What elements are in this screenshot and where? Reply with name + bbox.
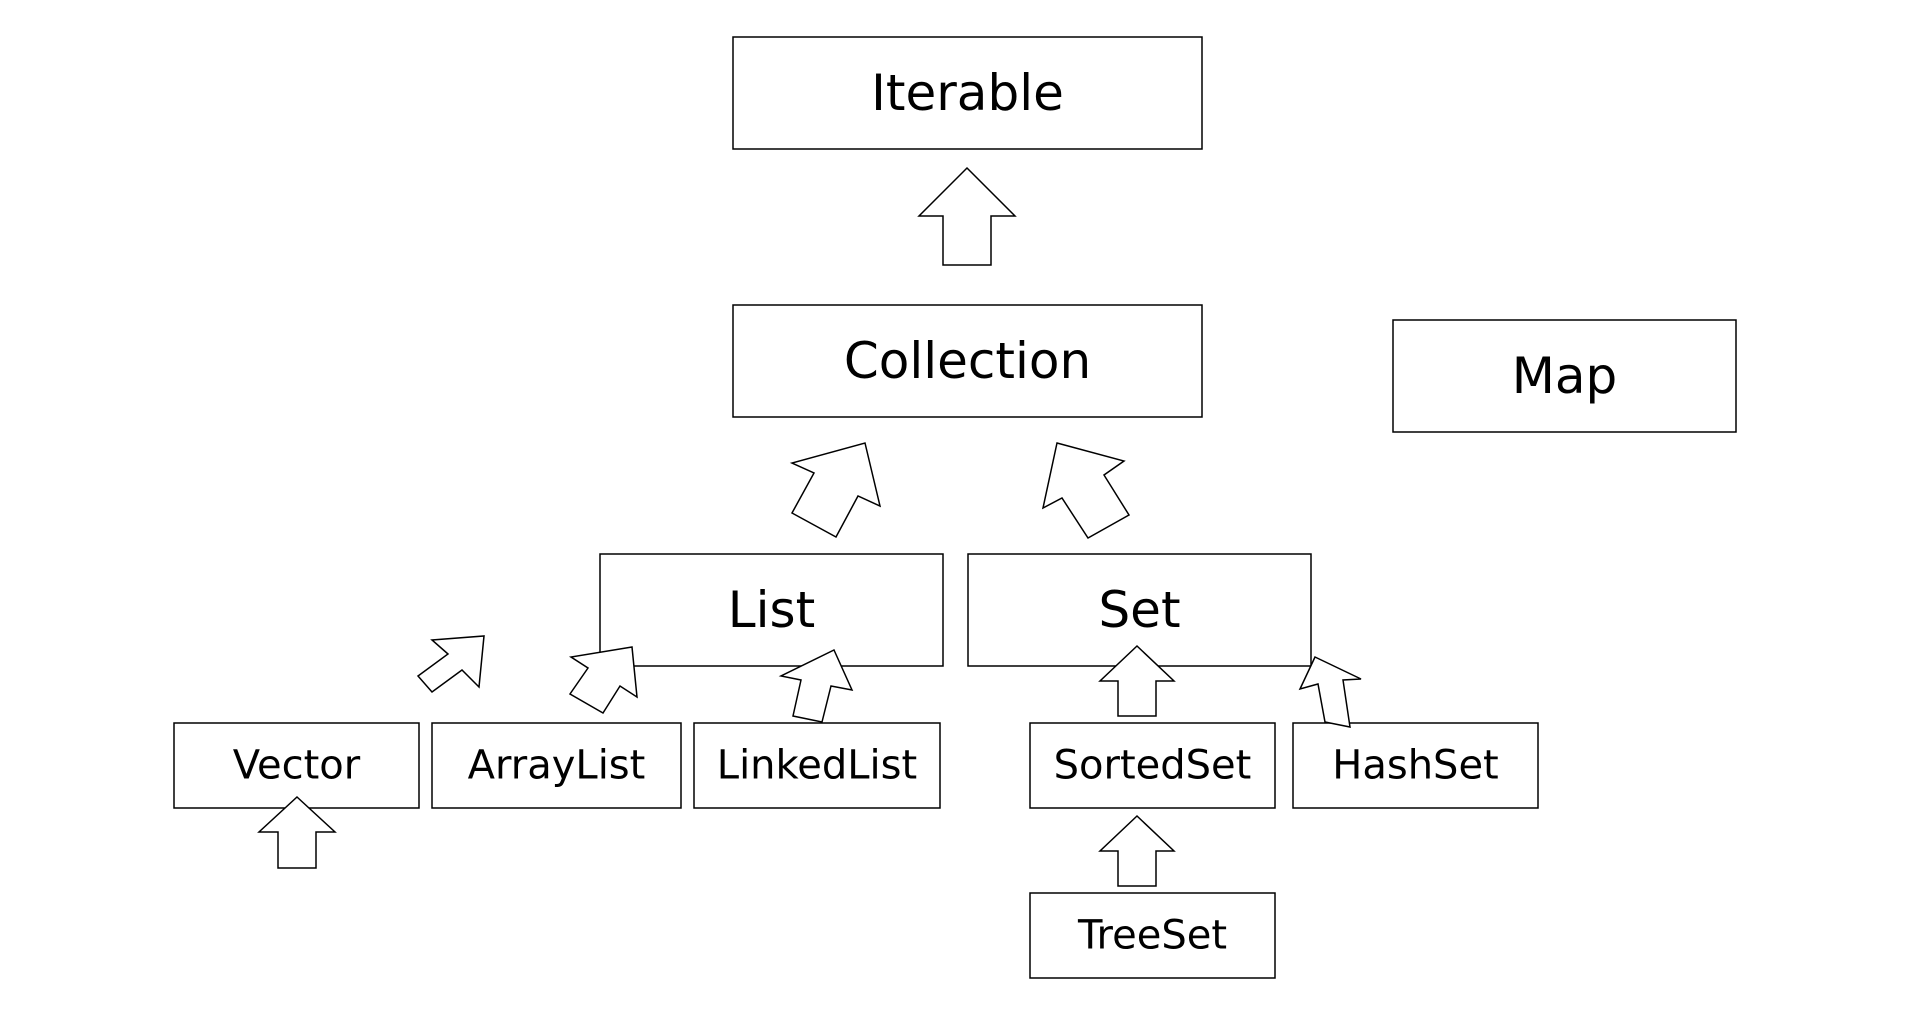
node-treeset: TreeSet: [1029, 892, 1276, 979]
arrow-stack-to-vector: [257, 795, 337, 869]
node-iterable-label: Iterable: [871, 64, 1064, 122]
node-hashset-label: HashSet: [1332, 743, 1498, 789]
node-set: Set: [967, 553, 1312, 667]
node-vector: Vector: [173, 722, 420, 809]
node-set-label: Set: [1098, 581, 1180, 639]
arrow-vector-to-list: [416, 635, 485, 694]
node-arraylist: ArrayList: [431, 722, 682, 809]
arrow-treeset-to-sortedset: [1098, 814, 1176, 887]
node-collection: Collection: [732, 304, 1203, 418]
node-map-label: Map: [1512, 347, 1618, 405]
node-sortedset-label: SortedSet: [1054, 743, 1252, 789]
node-arraylist-label: ArrayList: [468, 743, 646, 789]
arrow-hashset-to-set: [1298, 655, 1362, 728]
arrow-sortedset-to-set: [1098, 644, 1176, 717]
arrow-linkedlist-to-list: [778, 648, 854, 723]
arrow-list-to-collection: [789, 442, 882, 539]
arrow-arraylist-to-list: [568, 646, 638, 715]
arrow-set-to-collection: [1041, 442, 1131, 539]
node-linkedlist: LinkedList: [693, 722, 941, 809]
node-map: Map: [1392, 319, 1737, 433]
node-treeset-label: TreeSet: [1077, 913, 1227, 959]
node-list: List: [599, 553, 944, 667]
node-iterable: Iterable: [732, 36, 1203, 150]
arrow-collection-to-iterable: [917, 166, 1017, 266]
node-sortedset: SortedSet: [1029, 722, 1276, 809]
node-vector-label: Vector: [233, 743, 361, 789]
node-hashset: HashSet: [1292, 722, 1539, 809]
node-linkedlist-label: LinkedList: [717, 743, 917, 789]
node-collection-label: Collection: [844, 332, 1091, 390]
node-list-label: List: [728, 581, 815, 639]
